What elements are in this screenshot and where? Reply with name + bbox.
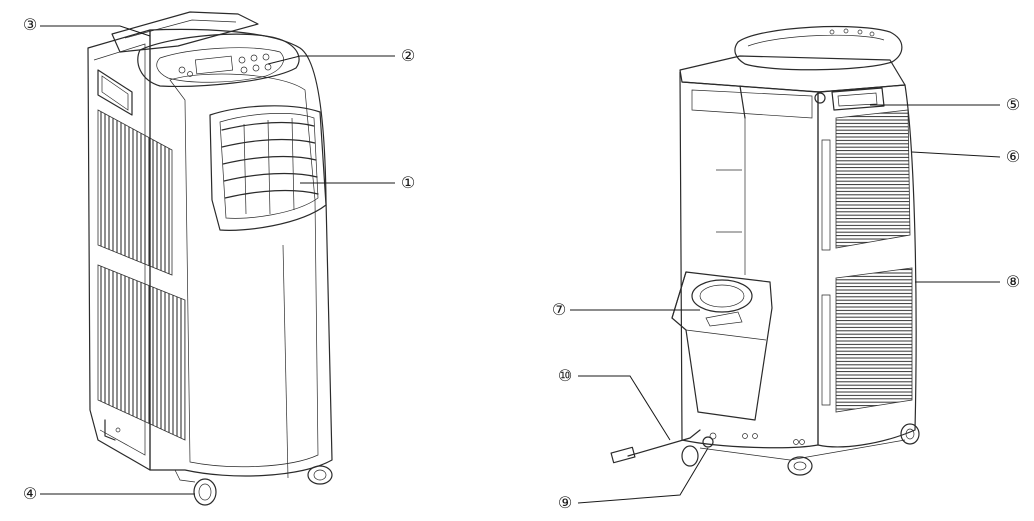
callout-10: ⑩ [557, 366, 573, 385]
display-screen [194, 55, 234, 75]
air-outlet [209, 105, 327, 231]
callout-1: ① [400, 173, 416, 192]
front-unit [87, 11, 333, 506]
front-caster-wheels [174, 465, 333, 506]
leader-lines [40, 25, 1001, 504]
callout-5: ⑤ [1005, 95, 1021, 114]
back-grill-upper [835, 109, 911, 249]
control-panel [137, 33, 300, 87]
callout-2: ② [400, 46, 416, 65]
back-side-handle [831, 87, 885, 111]
power-cord [627, 429, 701, 457]
side-grill-upper [97, 109, 173, 276]
back-unit [610, 25, 920, 476]
callout-9: ⑨ [557, 493, 573, 512]
top-handle [111, 11, 259, 53]
back-caster-wheels [681, 423, 920, 476]
callout-4: ④ [22, 484, 38, 503]
drain-outlet [702, 436, 714, 448]
callout-7: ⑦ [551, 300, 567, 319]
callout-8: ⑧ [1005, 272, 1021, 291]
water-tank [671, 271, 773, 421]
side-handle [97, 69, 133, 116]
callout-6: ⑥ [1005, 147, 1021, 166]
back-grill-lower [835, 267, 913, 413]
callout-3: ③ [22, 15, 38, 34]
side-grill-lower [97, 264, 186, 441]
